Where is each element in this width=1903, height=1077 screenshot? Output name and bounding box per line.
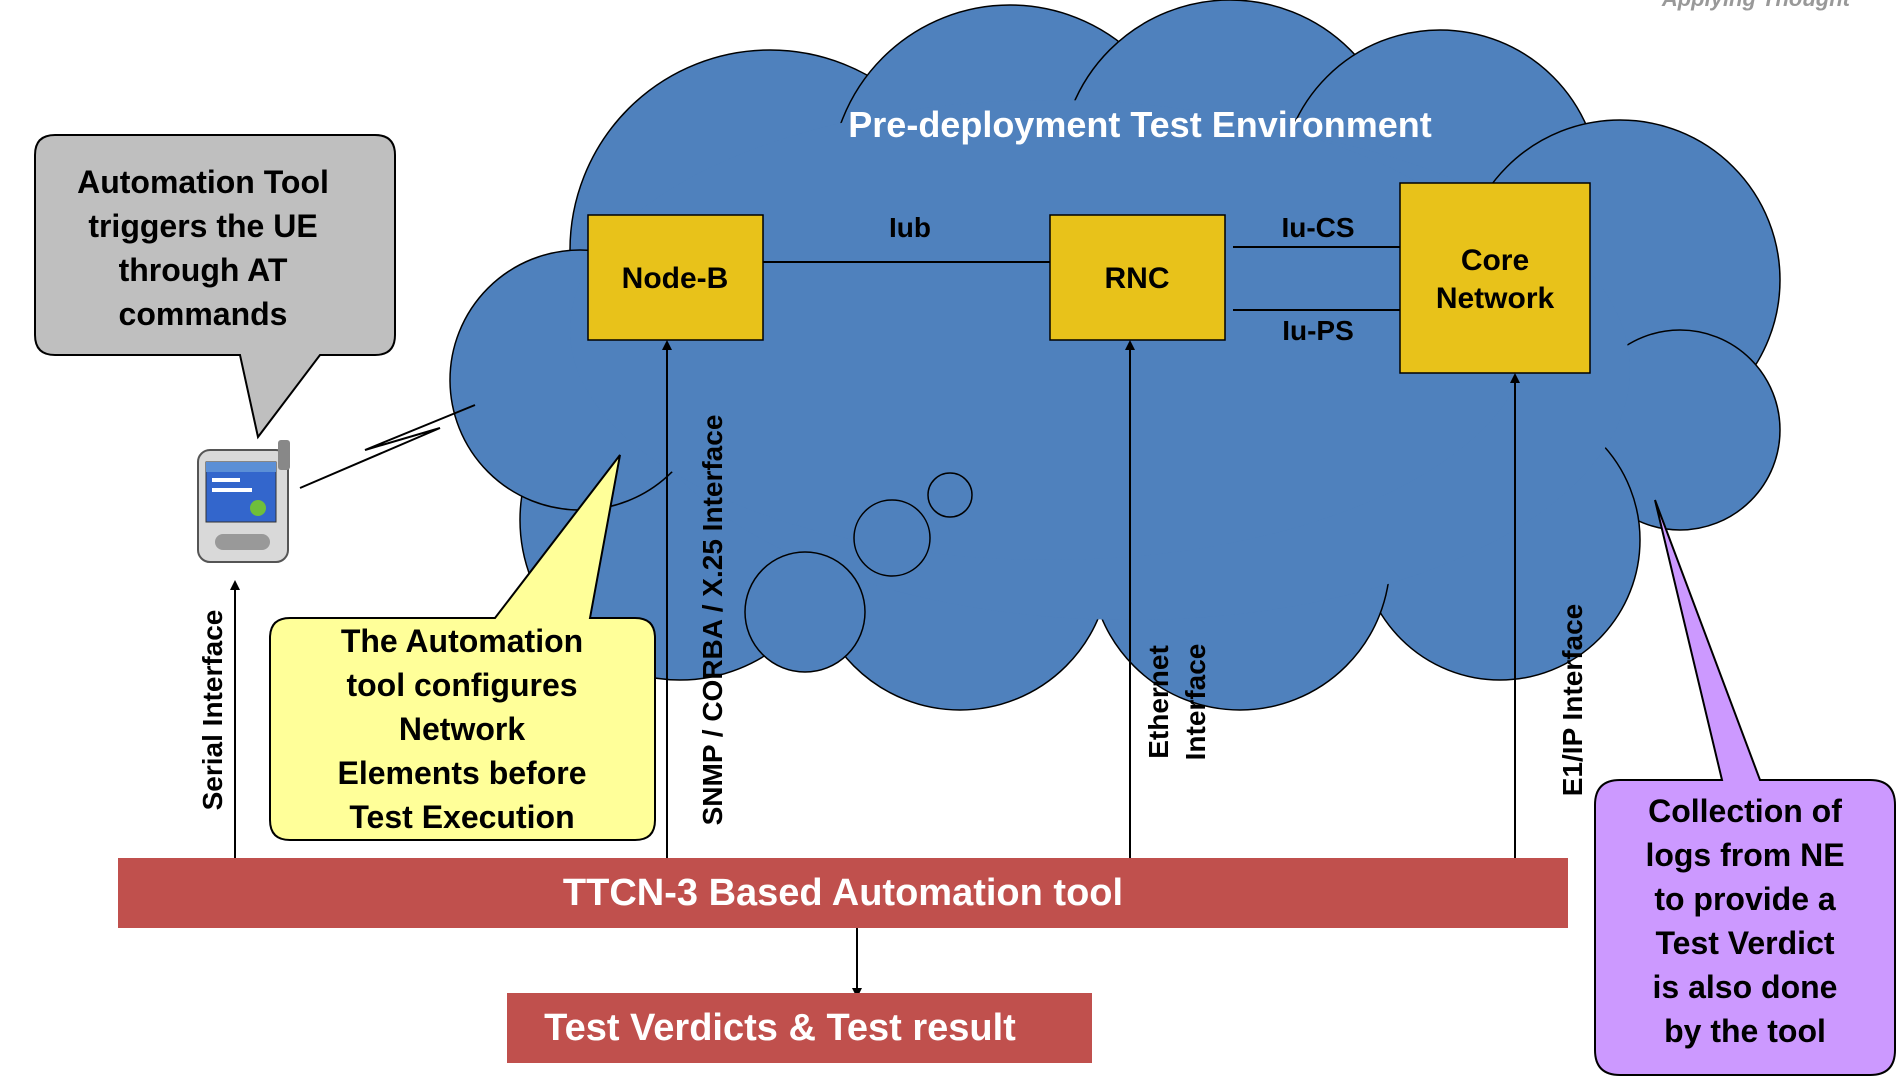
svg-text:triggers the UE: triggers the UE	[88, 208, 317, 244]
yellow-callout-text: The Automation tool configures Network E…	[338, 623, 587, 835]
svg-text:through AT: through AT	[119, 252, 288, 288]
svg-text:Network: Network	[399, 711, 525, 747]
ethernet-label-line2: Interface	[1180, 644, 1211, 761]
link-lines	[763, 246, 1400, 311]
wireless-bolt-icon	[299, 404, 476, 489]
phone-icon	[197, 440, 290, 563]
ttcn3-tool-label: TTCN-3 Based Automation tool	[563, 872, 1123, 914]
svg-text:The Automation: The Automation	[341, 623, 583, 659]
cloud-title: Pre-deployment Test Environment	[848, 104, 1431, 145]
iu-cs-label: Iu-CS	[1281, 212, 1354, 243]
svg-text:Elements before: Elements before	[338, 755, 587, 791]
svg-text:commands: commands	[119, 296, 288, 332]
ethernet-label-line1: Ethernet	[1143, 645, 1174, 759]
snmp-interface-label: SNMP / CORBA / X.25 Interface	[697, 415, 728, 826]
gray-callout-text: Automation Tool triggers the UE through …	[77, 164, 329, 332]
core-label-line1: Core	[1461, 244, 1529, 277]
nodeb-box	[587, 214, 764, 341]
svg-text:is also done: is also done	[1653, 969, 1838, 1005]
iu-ps-label: Iu-PS	[1282, 315, 1354, 346]
brand-tagline: Applying Thought	[1661, 0, 1852, 11]
svg-text:by the tool: by the tool	[1664, 1013, 1826, 1049]
ttcn3-tool-bar	[118, 858, 1568, 928]
test-verdict-label: Test Verdicts & Test result	[544, 1007, 1016, 1049]
svg-text:Automation Tool: Automation Tool	[77, 164, 329, 200]
svg-text:Test Execution: Test Execution	[349, 799, 574, 835]
iub-label: Iub	[889, 212, 931, 243]
test-verdict-bar	[507, 993, 1092, 1063]
gray-callout	[34, 134, 396, 440]
nodeb-label: Node-B	[622, 262, 729, 295]
purple-callout	[1594, 499, 1896, 1076]
thought-bubbles	[744, 472, 973, 673]
purple-callout-text: Collection of logs from NE to provide a …	[1645, 793, 1844, 1049]
svg-text:Test Verdict: Test Verdict	[1655, 925, 1834, 961]
rnc-box	[1049, 214, 1226, 341]
e1ip-interface-label: E1/IP Interface	[1557, 604, 1588, 796]
serial-interface-label: Serial Interface	[197, 610, 228, 811]
yellow-callout	[269, 454, 656, 841]
interface-arrows	[230, 340, 1520, 998]
core-label-line2: Network	[1436, 282, 1555, 315]
rnc-label: RNC	[1105, 262, 1170, 295]
svg-text:to provide a: to provide a	[1654, 881, 1836, 917]
core-network-box	[1399, 182, 1591, 374]
svg-text:tool configures: tool configures	[346, 667, 577, 703]
svg-text:Collection of: Collection of	[1648, 793, 1842, 829]
svg-text:logs from NE: logs from NE	[1645, 837, 1844, 873]
